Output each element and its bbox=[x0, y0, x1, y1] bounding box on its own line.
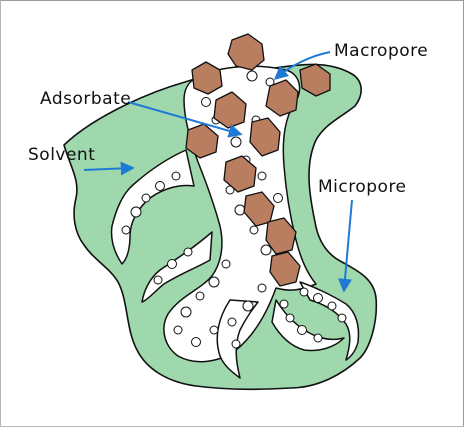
macropore-label: Macropore bbox=[334, 41, 428, 61]
micropore-label: Micropore bbox=[318, 177, 407, 197]
adsorbate-label: Adsorbate bbox=[40, 89, 131, 109]
solvent-label: Solvent bbox=[28, 145, 95, 165]
